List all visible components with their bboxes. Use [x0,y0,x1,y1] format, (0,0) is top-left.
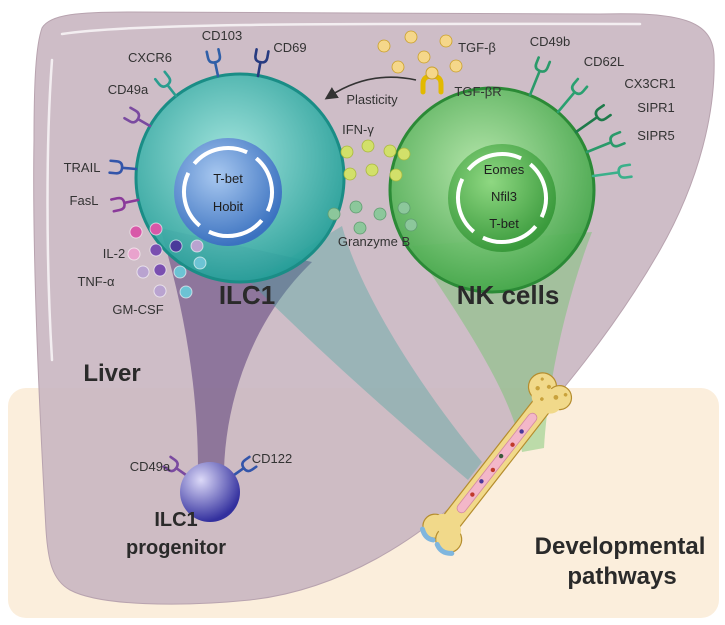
nk-nucleus-eomes: Eomes [484,162,525,177]
cxcr6-receptor [153,70,178,98]
ifng-molecule [365,163,379,177]
ilc1-to-bone-beam [250,226,482,480]
granzyme-b-molecule [353,221,367,235]
ifng-molecule [340,145,354,159]
tgfb-molecule [404,30,418,44]
ilc1-nucleus-hobit: Hobit [213,199,244,214]
granzyme-b-molecule [397,201,411,215]
progenitor-title-line2: progenitor [126,537,226,559]
tgfb-molecule [377,39,391,53]
cytokine-molecule [136,265,150,279]
trail-receptor [108,159,138,175]
cd49a-receptor [123,106,152,128]
granzyme-b-molecule [327,207,341,221]
liver-title: Liver [83,360,140,387]
tgfb-label: TGF-β [458,40,496,55]
ifng-molecule [383,144,397,158]
gmcsf-label: GM-CSF [112,302,163,317]
developmental-pathways-line2: pathways [567,563,676,590]
cytokine-molecule [129,225,143,239]
nk-cells-title: NK cells [457,280,560,310]
ilc1-nuclear-envelope [182,146,274,238]
cd62l-label: CD62L [584,54,624,69]
nk-nucleus-nfil3: Nfil3 [491,189,517,204]
sipr5-receptor [591,163,633,179]
granzyme-b-label: Granzyme B [338,234,410,249]
sipr5-label: SIPR5 [637,128,675,143]
tgfb-molecule [391,60,405,74]
ilc1-nucleus [174,138,282,246]
liver-highlight [46,22,642,362]
ifng-molecule [343,167,357,181]
sipr1-receptor [585,130,626,154]
cytokine-molecule [169,239,183,253]
progenitor-cd49a-label: CD49a [130,459,171,474]
plasticity-arrow [324,76,417,100]
granzyme-b-molecule [349,200,363,214]
cd49a-label: CD49a [108,82,149,97]
bone-marrow-icon [419,372,573,556]
tgfb-molecule [439,34,453,48]
granzyme-b-molecule [373,207,387,221]
ilc1-nucleus-tbet: T-bet [213,171,243,186]
il2-label: IL-2 [103,246,125,261]
cytokine-molecule [153,284,167,298]
cxcr6-label: CXCR6 [128,50,172,65]
progenitor-cd49a-receptor [162,455,188,477]
cd62l-receptor [556,77,589,114]
nk-nuclear-envelope [456,152,548,244]
nk-nucleus-tbet: T-bet [489,216,519,231]
cd69-receptor [254,48,270,78]
ifng-molecule [397,147,411,161]
tgfbr-label: TGF-βR [454,84,501,99]
cytokine-molecule [173,265,187,279]
progenitor-cd122-label: CD122 [252,451,292,466]
ilc1-title: ILC1 [219,280,275,310]
ifng-molecule [361,139,375,153]
cx3cr1-label: CX3CR1 [624,76,675,91]
tgfb-molecule [449,59,463,73]
cd49b-receptor [528,56,552,97]
cd103-receptor [205,48,222,78]
fasl-label: FasL [70,193,99,208]
tnfa-label: TNF-α [77,274,115,289]
cytokine-molecule [190,239,204,253]
plasticity-label: Plasticity [346,92,398,107]
sipr1-label: SIPR1 [637,100,675,115]
ilc1-progenitor-cell [180,462,240,522]
cytokine-molecule [193,256,207,270]
granzyme-b-molecule [404,218,418,232]
developmental-pathways-line1: Developmental [535,533,706,560]
nk-nucleus [448,144,556,252]
cytokine-molecule [127,247,141,261]
cd49b-label: CD49b [530,34,570,49]
cytokine-molecule [149,222,163,236]
ifng-label: IFN-γ [342,122,374,137]
cx3cr1-receptor [574,103,612,134]
cytokine-molecule [149,243,163,257]
molecule-dots [127,30,463,299]
ifng-molecule [389,168,403,182]
cytokine-molecule [179,285,193,299]
progenitor-cd122-receptor [232,455,258,477]
fasl-receptor [110,196,140,213]
cytokine-molecule [153,263,167,277]
trail-label: TRAIL [64,160,101,175]
cd103-label: CD103 [202,28,242,43]
progenitor-title-line1: ILC1 [154,509,197,531]
tgfb-molecule [417,50,431,64]
cd69-label: CD69 [273,40,306,55]
tgfb-receptor [420,66,444,95]
ilc1-to-progenitor-beam [160,228,312,470]
